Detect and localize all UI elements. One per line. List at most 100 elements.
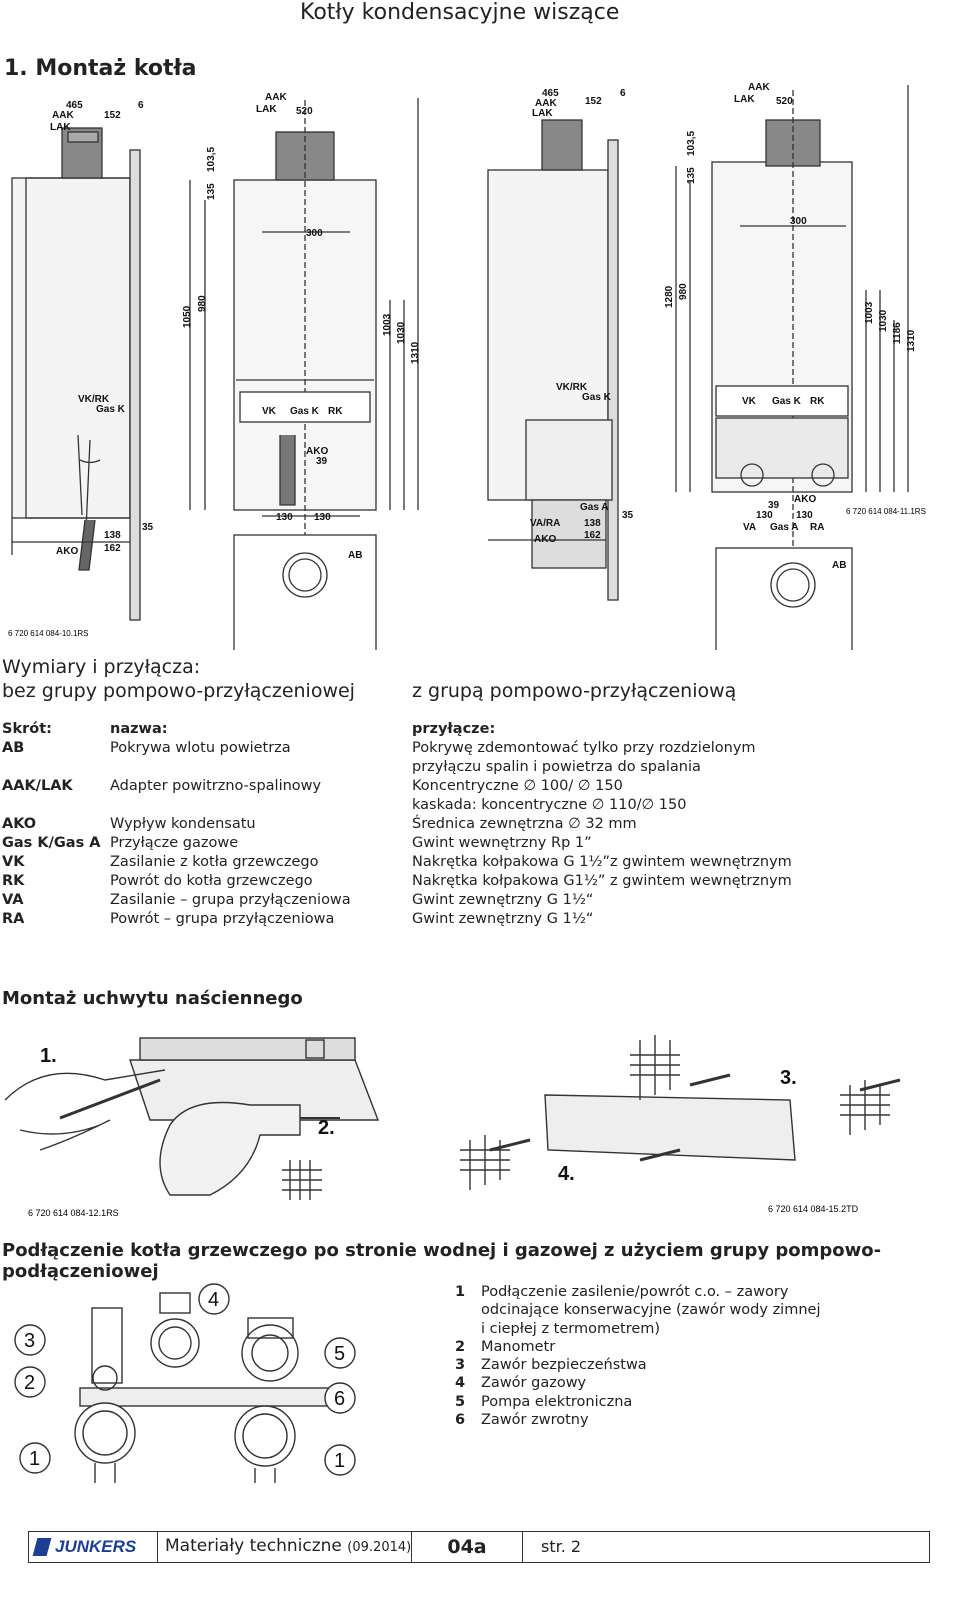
dim-135-2: 135 — [686, 167, 697, 184]
dim-1280: 1280 — [664, 285, 675, 308]
label-ako-front-2: AKO — [794, 494, 816, 505]
dim-1003-2: 1003 — [864, 301, 875, 324]
label-gas-k-front: Gas K — [290, 406, 320, 417]
legend-text: Zawór gazowy — [481, 1375, 587, 1392]
label-aak-front: AAK — [265, 92, 287, 103]
cell: Adapter powitrzno-spalinowy — [110, 778, 322, 794]
dim-130-b-2: 130 — [796, 510, 813, 521]
dim-152: 152 — [104, 110, 121, 121]
cell: AAK/LAK — [2, 778, 73, 794]
legend-num: 4 — [455, 1375, 466, 1392]
cell: RK — [2, 873, 25, 889]
cell: AB — [2, 740, 25, 756]
dim-138: 138 — [104, 530, 121, 541]
label-gas-k: Gas K — [96, 404, 126, 415]
label-rk: RK — [328, 406, 343, 417]
mount-section-title: Montaż uchwytu naściennego — [2, 988, 303, 1009]
dim-1003: 1003 — [382, 313, 393, 336]
callout-1-left: 1 — [29, 1448, 40, 1470]
dim-520-2: 520 — [776, 96, 793, 107]
legend-num: 5 — [455, 1393, 466, 1410]
cell — [0, 758, 110, 777]
footer-code: 04a — [411, 1532, 523, 1562]
ref-number-11: 6 720 614 084-11.1RS — [846, 507, 926, 516]
cell — [0, 796, 110, 815]
dim-1186: 1186 — [892, 322, 903, 344]
page-footer: JUNKERS Materiały techniczne (09.2014) 0… — [28, 1531, 930, 1563]
dim-35-2: 35 — [622, 510, 634, 521]
dim-130-a-2: 130 — [756, 510, 773, 521]
cell: przyłączu spalin i powietrza do spalania — [412, 759, 701, 775]
cell: Powrót – grupa przyłączeniowa — [110, 911, 335, 927]
callout-2: 2 — [24, 1372, 35, 1394]
pump-group-illustration: 3 2 1 4 5 6 1 — [14, 1283, 356, 1483]
cell: Koncentryczne ∅ 100/ ∅ 150 — [412, 778, 623, 794]
footer-doc: Materiały techniczne (09.2014) — [165, 1536, 411, 1556]
step-4-label: 4. — [558, 1163, 575, 1185]
mount-illustration: 1. 2. 3. 4. 6 720 614 084-12.1RS 6 720 6… — [4, 1035, 901, 1218]
legend-text: Manometr — [481, 1338, 556, 1355]
cell: Gwint wewnętrzny Rp 1” — [412, 835, 592, 851]
legend-item: 2 Manometr — [455, 1338, 820, 1356]
junkers-logo-icon — [32, 1538, 52, 1556]
dimension-drawings: 465 152 6 AAK LAK VK/RK Gas K 138 162 35… — [8, 82, 926, 650]
cell: Gas K/Gas A — [2, 835, 101, 851]
dim-520: 520 — [296, 106, 313, 117]
label-gas-k-2: Gas K — [582, 392, 612, 403]
dim-130-a: 130 — [276, 512, 293, 523]
caption-left-1: Wymiary i przyłącza: — [2, 656, 201, 678]
callout-4: 4 — [208, 1289, 219, 1311]
cell: VK — [2, 854, 25, 870]
table-row: przyłączu spalin i powietrza do spalania — [0, 758, 940, 777]
connect-section-title: Podłączenie kotła grzewczego po stronie … — [2, 1240, 882, 1282]
label-rk-2: RK — [810, 396, 825, 407]
label-ab: AB — [348, 550, 362, 561]
label-lak: LAK — [50, 122, 71, 133]
label-vara: VA/RA — [530, 518, 560, 529]
boiler-side-view-2 — [487, 119, 619, 601]
label-lak-2: LAK — [532, 108, 553, 119]
legend-text: odcinające konserwacyjne (zawór wody zim… — [481, 1302, 821, 1319]
dim-980: 980 — [197, 295, 208, 312]
footer-page: str. 2 — [541, 1537, 582, 1556]
dim-162: 162 — [104, 543, 121, 554]
cell: Pokrywa wlotu powietrza — [110, 740, 291, 756]
dim-1050: 1050 — [182, 305, 193, 328]
cell: kaskada: koncentryczne ∅ 110/∅ 150 — [412, 797, 687, 813]
cell: AKO — [2, 816, 37, 832]
callout-5: 5 — [334, 1343, 345, 1365]
callout-6: 6 — [334, 1388, 345, 1410]
dim-6: 6 — [138, 100, 144, 111]
document-header: Kotły kondensacyjne wiszące — [300, 0, 620, 25]
ref-number-12: 6 720 614 084-12.1RS — [28, 1208, 119, 1218]
legend-item: 4 Zawór gazowy — [455, 1374, 820, 1392]
cell: Powrót do kotła grzewczego — [110, 873, 313, 889]
label-gas-k-front-2: Gas K — [772, 396, 802, 407]
ref-number-10: 6 720 614 084-10.1RS — [8, 629, 89, 638]
dim-6-2: 6 — [620, 88, 626, 99]
label-ako: AKO — [56, 546, 78, 557]
label-ako-2: AKO — [534, 534, 556, 545]
dim-1310: 1310 — [410, 341, 421, 364]
label-aak-2: AAK — [535, 98, 557, 109]
dim-300: 300 — [306, 228, 323, 239]
header-name: nazwa: — [110, 721, 168, 737]
label-lak-front: LAK — [256, 104, 277, 115]
dim-103-5: 103,5 — [206, 147, 217, 172]
cell: Nakrętka kołpakowa G 1½”z gwintem wewnęt… — [412, 854, 792, 870]
dim-465: 465 — [66, 100, 83, 111]
legend-num: 2 — [455, 1338, 466, 1355]
dim-162-2: 162 — [584, 530, 601, 541]
table-row: kaskada: koncentryczne ∅ 110/∅ 150 — [0, 796, 940, 815]
label-ako-front: AKO — [306, 446, 328, 457]
